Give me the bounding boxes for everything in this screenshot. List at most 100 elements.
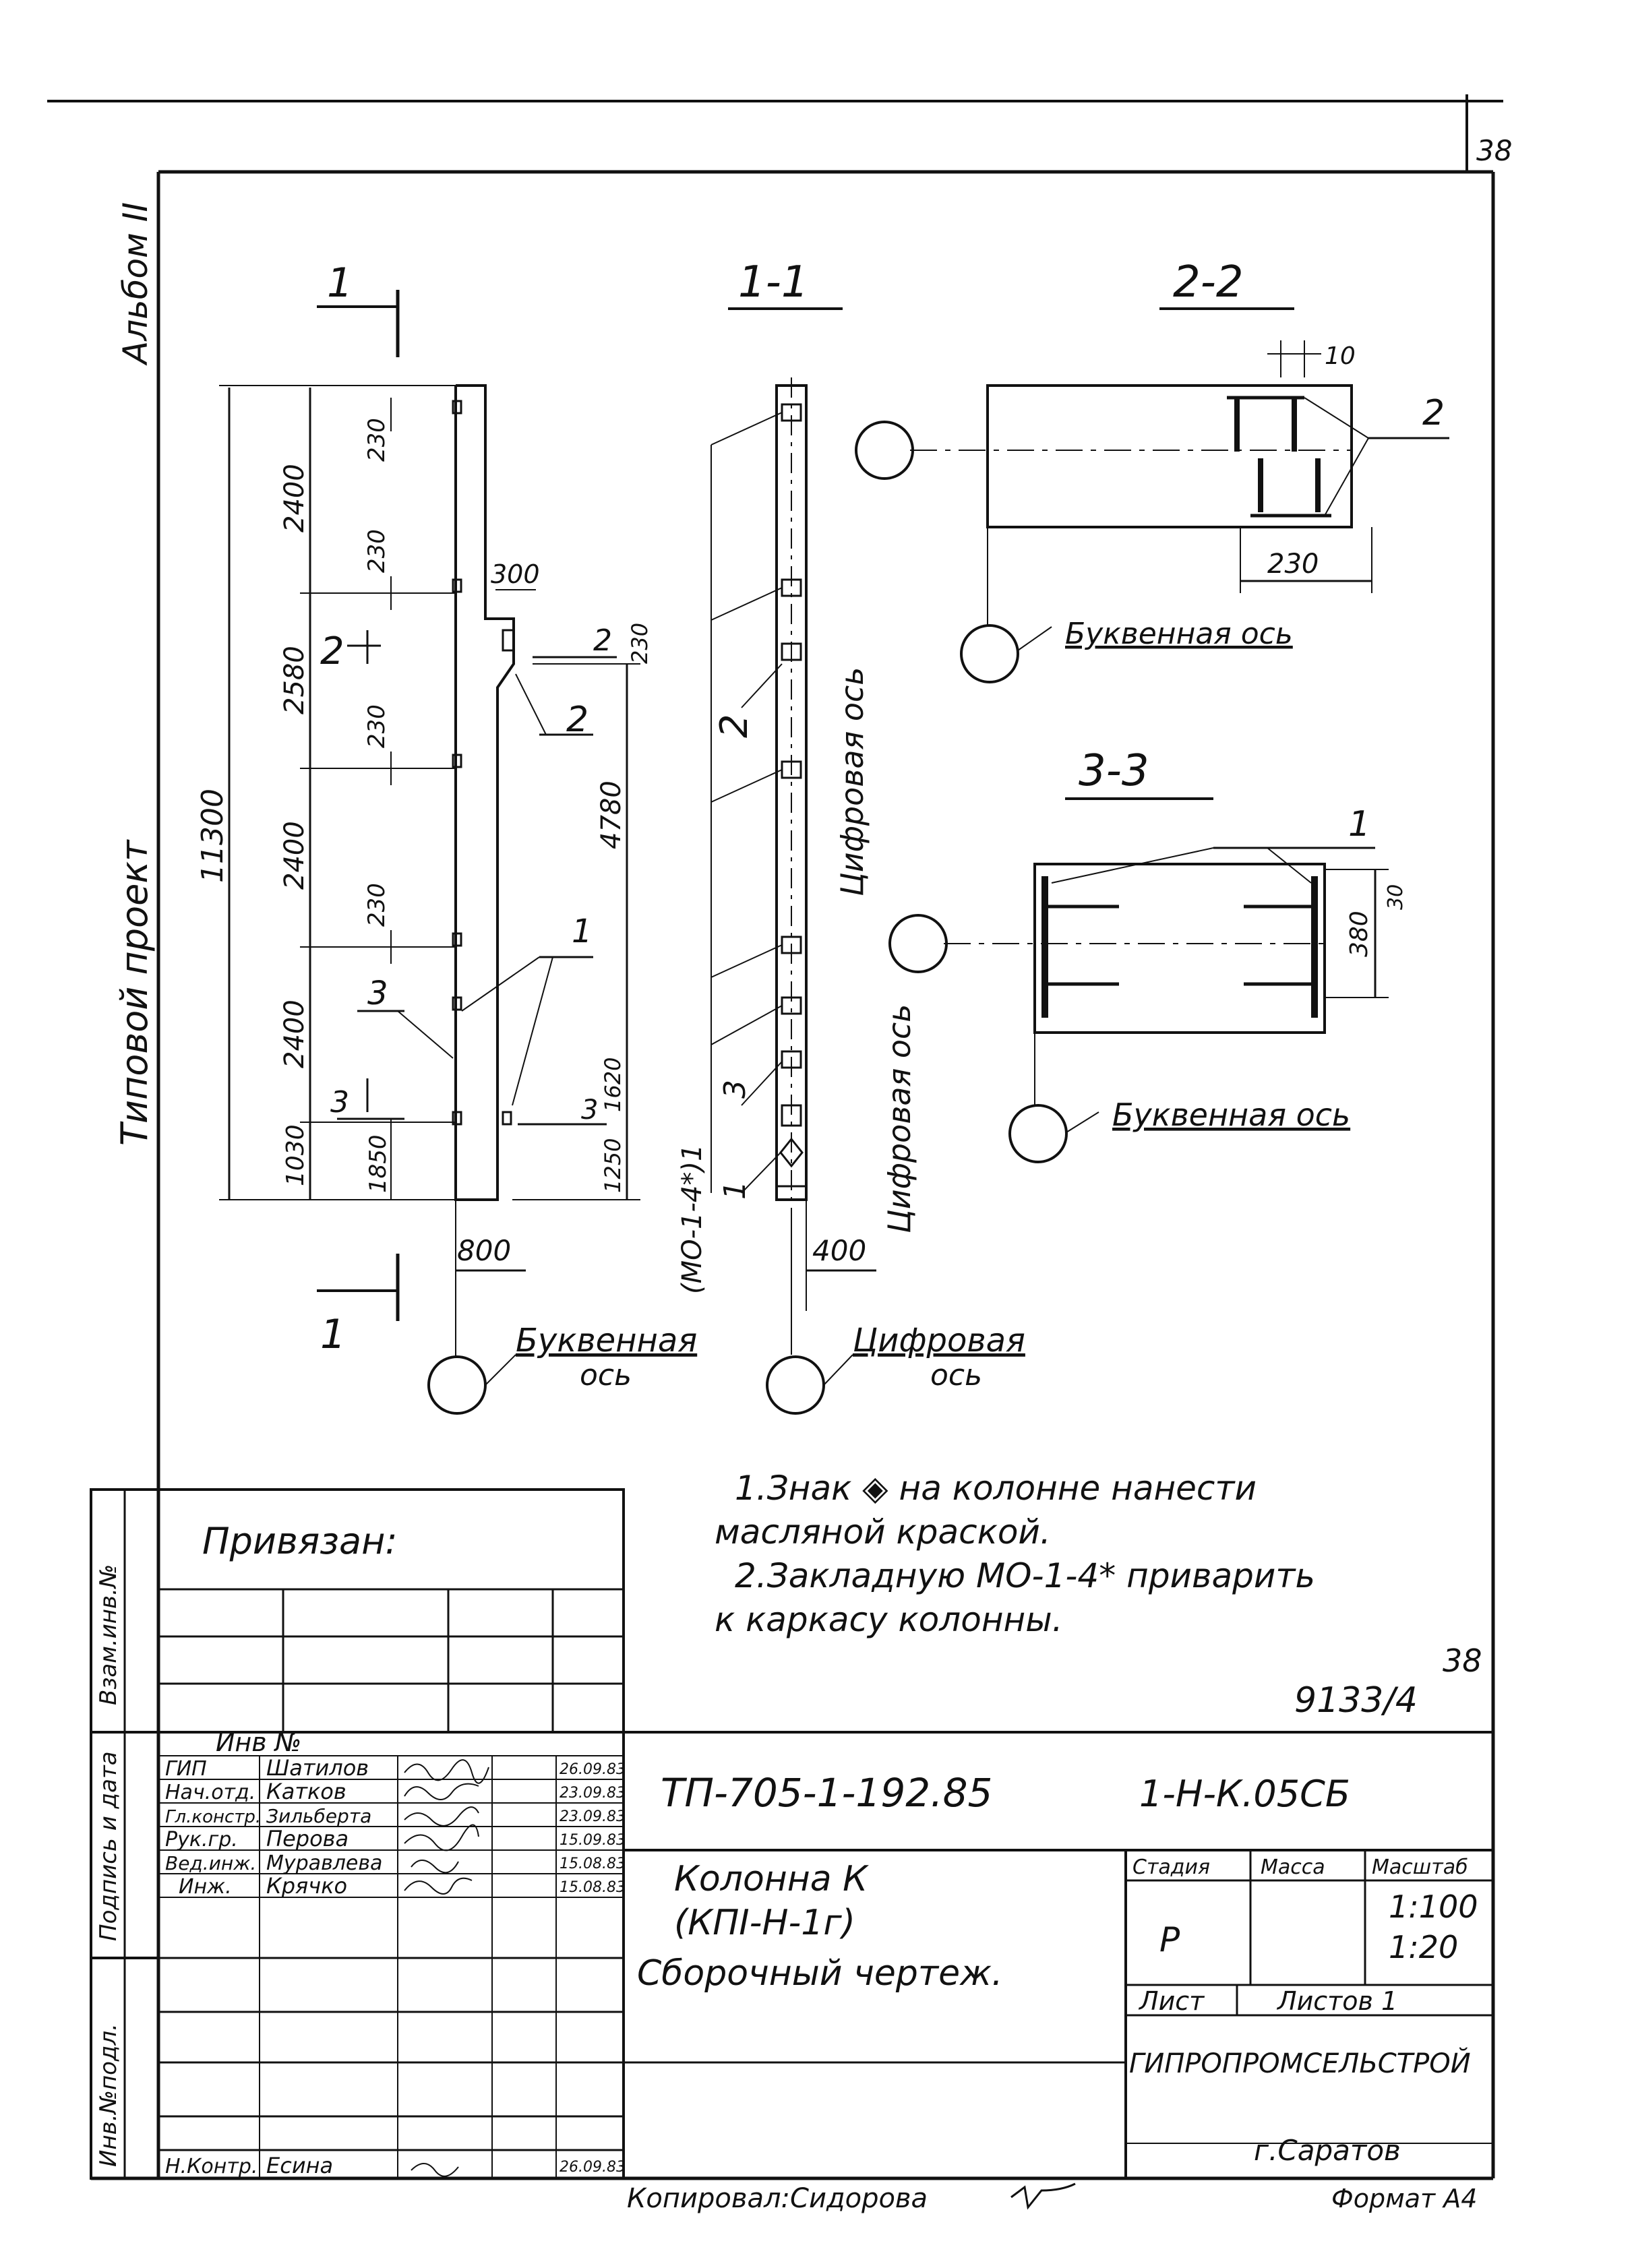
dim-opening-4: 230 [363,883,390,927]
staff-date-7: 26.09.83 [560,2159,626,2176]
staff-name-4: Перова [266,1826,349,1851]
title-line-1: Колонна К [674,1859,869,1899]
staff-role-4: Рук.гр. [165,1828,238,1851]
dim-segment-5: 1030 [282,1124,309,1186]
section-1-1: 1-1 (МО-1-4*)1 3 1 2 400 [677,257,1025,1415]
dim-opening-2: 230 [363,529,390,573]
bound-title: Привязан: [202,1520,398,1562]
letter-axis-word: ось [580,1358,632,1392]
signature [404,1824,479,1851]
callout-1-section: 1 [718,1181,752,1200]
staff-date-2: 23.09.83 [560,1785,626,1802]
dim-800: 800 [457,1234,511,1267]
sheet-label: Лист [1138,1986,1205,2016]
signature [404,1783,479,1800]
title-line-2: (КПI-Н-1г) [674,1903,855,1943]
s33-digit-axis-bubble [888,914,948,973]
staff-name-6: Крячко [266,1873,347,1899]
staff-date-3: 23.09.83 [560,1808,626,1825]
s22-letter-axis-bubble [960,624,1019,683]
callout-2-s22: 2 [1422,393,1445,433]
embed-callout: (МО-1-4*)1 [677,1144,708,1294]
dim-30: 30 [1384,884,1408,910]
org-city: г.Саратов [1254,2134,1401,2167]
side-label-inv: Инв.№подл. [95,2023,122,2167]
callout-1-elevation: 1 [572,913,593,950]
staff-role-2: Нач.отд. [165,1781,255,1804]
dim-opening-1: 230 [363,418,390,462]
section-1-1-title: 1-1 [738,257,809,307]
cut-mark-2-right: 2 [593,623,612,658]
inv-label: Инв № [216,1727,301,1757]
staff-name-5: Муравлева [266,1851,382,1875]
dim-230-s22: 230 [1267,549,1319,580]
signature [411,2163,459,2177]
title-block: Инв № ГИП Шатилов 26.09.83 Нач.отд. Катк… [158,1727,1493,2178]
dim-1850: 1850 [365,1134,392,1193]
bound-block: Привязан: Взам.инв.№ Подпись и дата Инв.… [90,1488,625,2180]
scale-value-1: 1:100 [1389,1889,1478,1925]
drawing-code: 1-Н-К.05СБ [1139,1773,1350,1815]
staff-name-2: Катков [266,1779,346,1804]
column-outline [454,384,515,1201]
digit-axis-vertical-2: Цифровая ось [881,1004,917,1233]
staff-name-3: Зильберта [266,1805,371,1827]
dim-opening-3: 230 [363,704,390,748]
embedded-plate [452,754,462,768]
dim-segment-4: 2400 [279,1000,310,1068]
embedded-plate [452,932,462,947]
console-plate [502,629,515,652]
signature [404,1877,473,1895]
digit-axis-bubble [766,1355,825,1415]
note-line-1: 1.Знак ◈ на колонне нанести [735,1469,1257,1508]
dim-total-height: 11300 [195,789,230,883]
stage-value: Р [1159,1920,1180,1959]
scale-value-2: 1:20 [1389,1929,1458,1965]
dim-segment-2: 2580 [279,646,310,714]
embedded-plate [502,1111,512,1126]
staff-date-5: 15.08.83 [560,1856,626,1872]
staff-date-1: 26.09.83 [560,1761,626,1778]
dim-300: 300 [491,559,540,589]
signature [411,1860,459,1874]
scale-label: Масштаб [1372,1856,1468,1879]
digit-axis-label: Цифровая [853,1322,1025,1359]
letter-axis-label: Буквенная [516,1322,697,1359]
callout-2-elevation: 2 [566,700,588,740]
callout-2-section: 2 [713,714,756,738]
notes: 1.Знак ◈ на колонне нанести масляной кра… [715,1469,1482,1721]
signature [404,1806,479,1827]
section-3-3-body [1033,863,1326,1034]
elevation-view: 1 1 11300 2400 2580 2400 2400 1030 [195,259,697,1415]
stage-label: Стадия [1132,1856,1210,1879]
section-2-2: 2-2 10 230 2 Буквенная ось [855,257,1449,683]
staff-date-6: 15.08.83 [560,1879,626,1896]
mark-diamond [779,1137,804,1168]
dim-1250: 1250 [600,1138,626,1193]
mass-label: Масса [1261,1856,1325,1879]
cut-mark-2-left: 2 [320,630,344,673]
dim-segment-3: 2400 [279,821,310,890]
ref-sheet: 38 [1443,1643,1482,1679]
cut-mark-3-right: 3 [581,1095,598,1126]
sheets-label: Листов 1 [1276,1986,1397,2016]
embedded-plate [452,996,462,1011]
staff-role-5: Вед.инж. [165,1852,256,1874]
page-number: 38 [1476,134,1512,167]
cut-mark-3-left: 3 [330,1085,349,1120]
staff-name-1: Шатилов [266,1755,369,1781]
callout-1-s33: 1 [1348,804,1370,845]
signature [404,1759,489,1784]
section-3-3-title: 3-3 [1079,746,1149,796]
ref-number: 9133/4 [1294,1680,1418,1721]
s33-letter-axis-bubble [1008,1104,1068,1163]
copier-signature [1010,2182,1076,2210]
staff-role-1: ГИП [165,1757,207,1781]
section-2-2-title: 2-2 [1173,257,1244,307]
note-line-4: к каркасу колонны. [715,1600,1063,1639]
section-mark-bottom: 1 [320,1311,346,1358]
copied-by: Копировал:Сидорова [627,2183,928,2214]
callout-3-elevation: 3 [367,975,388,1012]
section-2-2-body [986,384,1353,528]
